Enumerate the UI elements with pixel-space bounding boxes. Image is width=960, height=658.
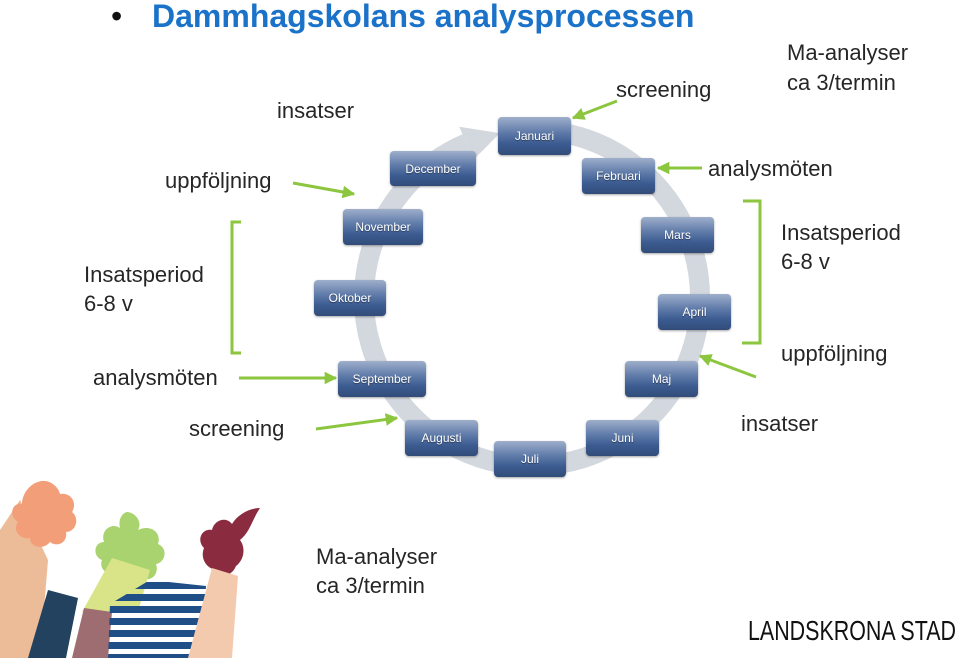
- label-analysmoten-right: analysmöten: [708, 156, 833, 181]
- arrow-uppfoljning-to-december: [292, 181, 356, 199]
- logo-leaf-orange: [12, 480, 77, 547]
- month-box-mars: Mars: [641, 217, 714, 253]
- label-ma-analyser-bottom-frequency: ca 3/termin: [316, 573, 425, 598]
- month-box-juni: Juni: [586, 420, 659, 456]
- label-insatser-bottom: insatser: [741, 411, 819, 436]
- month-box-oktober: Oktober: [314, 280, 386, 316]
- logo-peach-shape: [188, 568, 238, 658]
- page-title: Dammhagskolans analysprocessen: [152, 0, 695, 34]
- month-box-februari: Februari: [582, 158, 655, 194]
- label-insatser-top: insatser: [277, 98, 355, 123]
- label-ma-analyser-top: Ma-analyser: [787, 40, 909, 65]
- month-label: Maj: [651, 372, 672, 386]
- label-ma-analyser-top-frequency: ca 3/termin: [787, 70, 896, 95]
- month-label: Augusti: [421, 431, 462, 445]
- label-insatsperiod-left-duration: 6-8 v: [84, 291, 133, 316]
- arrow-screening-to-januari: [571, 99, 618, 120]
- month-label: Juli: [520, 452, 539, 466]
- month-box-september: September: [338, 361, 426, 397]
- label-insatsperiod-left: Insatsperiod: [84, 262, 204, 287]
- label-ma-analyser-bottom: Ma-analyser: [316, 544, 438, 569]
- logo-leaf-burgundy: [200, 508, 260, 575]
- logo-mauve-shape: [72, 608, 112, 658]
- month-label: April: [682, 305, 707, 319]
- label-screening-top: screening: [616, 77, 712, 102]
- logo-navy-shape: [28, 590, 78, 658]
- month-box-maj: Maj: [625, 361, 698, 397]
- month-box-januari: Januari: [498, 117, 571, 155]
- label-uppfoljning-right: uppföljning: [781, 341, 888, 366]
- month-box-november: November: [343, 209, 423, 245]
- label-uppfoljning-left: uppföljning: [165, 168, 272, 193]
- month-box-augusti: Augusti: [405, 420, 478, 456]
- month-label: Oktober: [328, 291, 372, 305]
- bracket-insatsperiod-left: [230, 220, 241, 355]
- month-label: Januari: [514, 129, 555, 143]
- cycle-ring-arrowhead: [459, 126, 500, 160]
- landskrona-stad-logo: LANDSKRONA STAD: [748, 615, 956, 644]
- title-bullet: •: [111, 0, 123, 34]
- arrow-uppfoljning-to-maj: [698, 354, 757, 379]
- logo-blue-stripes: [108, 582, 206, 658]
- month-label: November: [355, 220, 411, 234]
- logo-wordmark: LANDSKRONA STAD: [748, 615, 956, 644]
- label-analysmoten-left: analysmöten: [93, 365, 218, 390]
- label-screening-bottom: screening: [189, 416, 285, 441]
- bracket-insatsperiod-right: [742, 199, 762, 345]
- month-label: Februari: [596, 169, 641, 183]
- month-box-december: December: [390, 151, 476, 186]
- month-box-juli: Juli: [494, 441, 566, 477]
- month-label: December: [405, 161, 461, 176]
- month-box-april: April: [658, 294, 731, 330]
- label-insatsperiod-right-duration: 6-8 v: [781, 249, 830, 274]
- arrow-screening-to-augusti: [315, 413, 399, 431]
- logo-artwork: [0, 480, 260, 658]
- month-label: September: [352, 372, 412, 386]
- month-label: Juni: [611, 431, 634, 445]
- month-label: Mars: [664, 228, 691, 242]
- label-insatsperiod-right: Insatsperiod: [781, 220, 901, 245]
